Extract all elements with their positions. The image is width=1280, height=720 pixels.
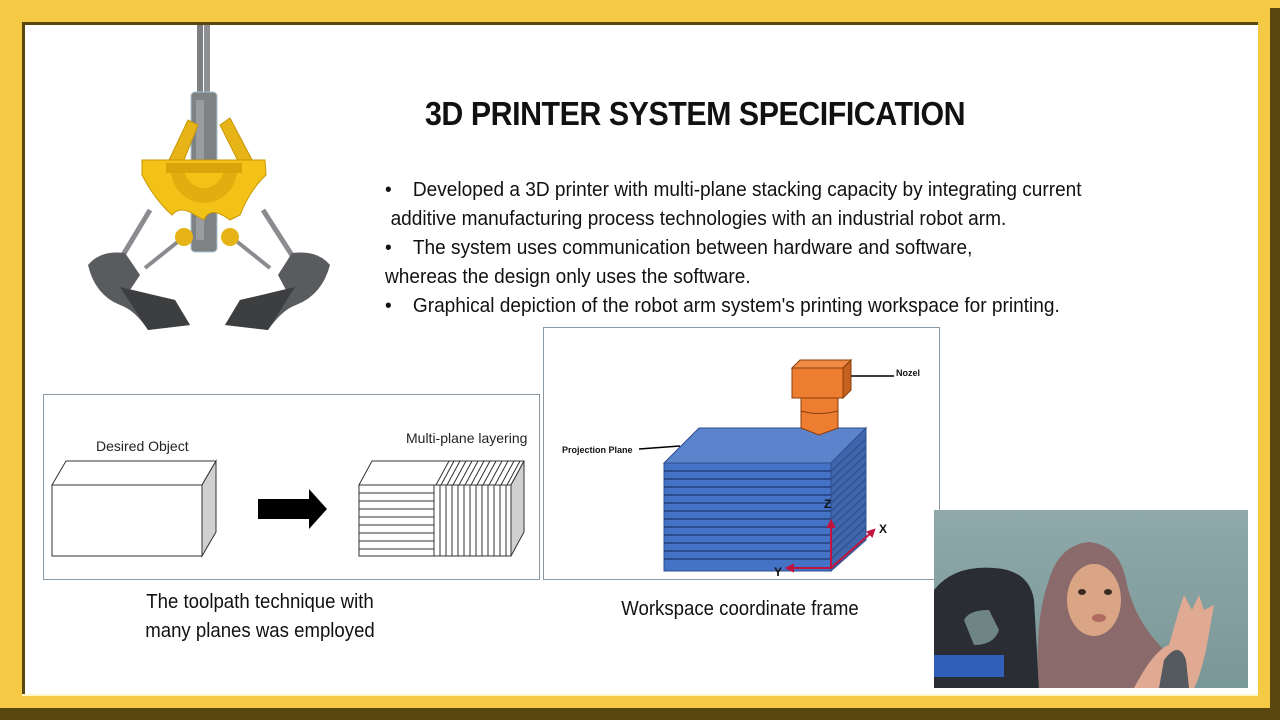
- frame-shadow-right: [1270, 8, 1280, 720]
- bullet-list: •Developed a 3D printer with multi-plane…: [385, 175, 1215, 320]
- desired-object-label: Desired Object: [96, 438, 189, 454]
- bullet-3: •Graphical depiction of the robot arm sy…: [385, 294, 1060, 317]
- multiplane-label: Multi-plane layering: [406, 430, 527, 446]
- presenter-video-icon: [934, 542, 1214, 688]
- arrow-right-icon: [258, 489, 327, 529]
- toolpath-figure: Desired Object Multi-plane layering: [43, 394, 540, 580]
- projection-plane-label: Projection Plane: [562, 445, 633, 455]
- workspace-diagram: Nozel Projection Plane Z X Y: [562, 358, 920, 579]
- axis-z-label: Z: [824, 497, 831, 511]
- robot-gripper-icon: [88, 25, 330, 330]
- axis-y-label: Y: [774, 565, 782, 579]
- presenter-webcam: [934, 510, 1248, 688]
- bullet-1-continued: additive manufacturing process technolog…: [390, 207, 1007, 230]
- bullet-1: •Developed a 3D printer with multi-plane…: [385, 178, 1082, 201]
- coordinate-axes: [784, 518, 876, 573]
- slide: 3D PRINTER SYSTEM SPECIFICATION •Develop…: [22, 22, 1258, 694]
- workspace-caption: Workspace coordinate frame: [621, 598, 859, 620]
- axis-x-label: X: [879, 522, 887, 536]
- bullet-2-continued: whereas the design only uses the softwar…: [385, 265, 751, 288]
- nozzle-label: Nozel: [896, 368, 920, 378]
- toolpath-diagram: Desired Object Multi-plane layering: [51, 430, 527, 558]
- slide-title: 3D PRINTER SYSTEM SPECIFICATION: [425, 95, 966, 132]
- toolpath-caption: The toolpath technique with many planes …: [145, 591, 375, 642]
- bullet-2: •The system uses communication between h…: [385, 236, 973, 259]
- workspace-figure: Nozel Projection Plane Z X Y: [543, 327, 940, 580]
- frame-shadow-bottom: [0, 708, 1280, 720]
